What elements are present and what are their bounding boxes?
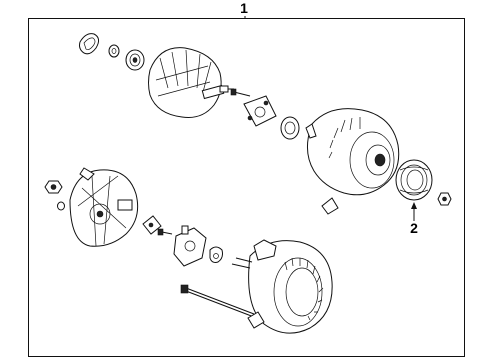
callout-1-label: 1 xyxy=(240,0,248,16)
callout-2[interactable]: 2 xyxy=(410,202,418,236)
rotor-assembly xyxy=(148,47,234,118)
insulator-plate xyxy=(142,215,162,235)
brush-holder-plate xyxy=(243,95,277,127)
screw-small xyxy=(157,228,173,236)
front-bearing xyxy=(125,49,145,71)
retaining-clip xyxy=(79,33,100,55)
terminal-nut xyxy=(44,180,63,194)
through-bolt xyxy=(180,284,255,318)
pulley-nut xyxy=(437,192,452,206)
voltage-regulator xyxy=(173,225,207,267)
cable-clip xyxy=(209,246,223,263)
washer-small xyxy=(108,44,120,58)
rear-bearing xyxy=(280,116,300,140)
callout-2-label: 2 xyxy=(410,220,418,236)
diagram-frame xyxy=(28,18,465,357)
rear-housing-stator xyxy=(231,239,333,334)
terminal-washer xyxy=(57,201,65,211)
rear-cover xyxy=(69,167,139,247)
front-housing xyxy=(305,108,400,215)
callout-1[interactable]: 1 xyxy=(240,0,248,19)
bolt-small xyxy=(230,88,251,97)
alternator-pulley xyxy=(395,159,433,201)
callout-2-arrowhead xyxy=(411,202,417,209)
